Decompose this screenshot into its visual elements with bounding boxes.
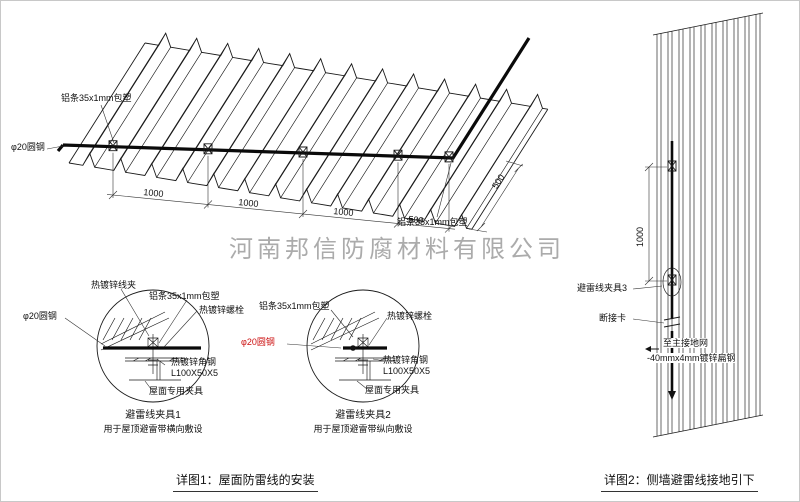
wall-clamps-and-disconnect: [651, 160, 681, 350]
caption-figure-1: 详图1：屋面防雷线的安装: [173, 471, 318, 492]
roof-strip-label-top: 铝条35x1mm包塑: [61, 93, 132, 103]
detail-1-leader-lines: [64, 288, 198, 390]
roof-leader-lines: [46, 104, 452, 218]
d2-title: 避雷线夹具2: [335, 410, 391, 421]
d2-bolt-label: 热镀锌螺栓: [387, 311, 433, 321]
roof-strip-label-right: 铝条35x1mm包塑: [397, 217, 468, 227]
wall-disconnect-label: 断接卡: [599, 313, 627, 323]
wall-corrugation-lines: [652, 12, 764, 438]
wall-ground-label: 至主接地网: [662, 338, 710, 349]
d2-angle-steel-label: 热镀锌角钢: [383, 355, 429, 365]
detail-2-leader-lines: [286, 309, 388, 390]
d1-angle-steel-label: 热镀锌角钢: [171, 357, 217, 367]
company-watermark: 河南邦信防腐材料有限公司: [229, 237, 565, 263]
d1-roof-fixture-label: 屋面专用夹具: [149, 386, 204, 396]
wall-dimension-and-leaders: [632, 162, 667, 324]
d2-roof-fixture-label: 屋面专用夹具: [365, 385, 420, 395]
d1-wire-clamp-label: 热镀锌线夹: [91, 280, 137, 290]
arrowheads: [645, 346, 676, 400]
d1-bolt-label: 热镀锌螺栓: [199, 305, 245, 315]
detail-circle-2: [306, 289, 420, 403]
d1-title: 避雷线夹具1: [125, 410, 181, 421]
d2-round-steel-label: φ20圆钢: [241, 337, 275, 347]
roof-dim-label-4: 500: [407, 214, 424, 226]
d1-subtitle: 用于屋顶避雷带横向敷设: [103, 424, 203, 434]
roof-round-steel-label: φ20圆钢: [11, 142, 45, 152]
d2-angle-size-label: L100X50X5: [383, 366, 431, 376]
caption-figure-2: 详图2：侧墙避雷线接地引下: [601, 471, 758, 492]
detail-1-drawing: [64, 288, 210, 403]
wire-clamps: [108, 140, 454, 163]
detail-marker-ellipse: [662, 267, 682, 297]
wall-drawing: [632, 12, 764, 438]
roof-isometric-drawing: [46, 32, 549, 233]
d2-strip-label: 铝条35x1mm包塑: [259, 301, 330, 311]
d2-subtitle: 用于屋顶避雷带纵向敷设: [313, 424, 413, 434]
roof-corrugated-profile: [68, 32, 549, 230]
d1-strip-label: 铝条35x1mm包塑: [149, 291, 220, 301]
d1-round-steel-label: φ20圆钢: [23, 311, 57, 321]
wall-clamp-label: 避雷线夹具3: [577, 283, 628, 293]
roof-dim-label-2: 1000: [237, 197, 259, 210]
roof-dimension-lines: [106, 152, 524, 233]
d1-angle-size-label: L100X50X5: [171, 368, 219, 378]
roof-dim-label-1: 1000: [142, 187, 164, 200]
wall-flat-steel-label: -40mmx4mm镀锌扁钢: [646, 353, 737, 364]
wall-dim-label: 1000: [635, 226, 645, 247]
detail-2-wire-cross-section: [350, 345, 356, 351]
detail-2-drawing: [286, 289, 420, 403]
detail-circle-1: [96, 289, 210, 403]
roof-dim-label-3: 1000: [332, 206, 354, 219]
